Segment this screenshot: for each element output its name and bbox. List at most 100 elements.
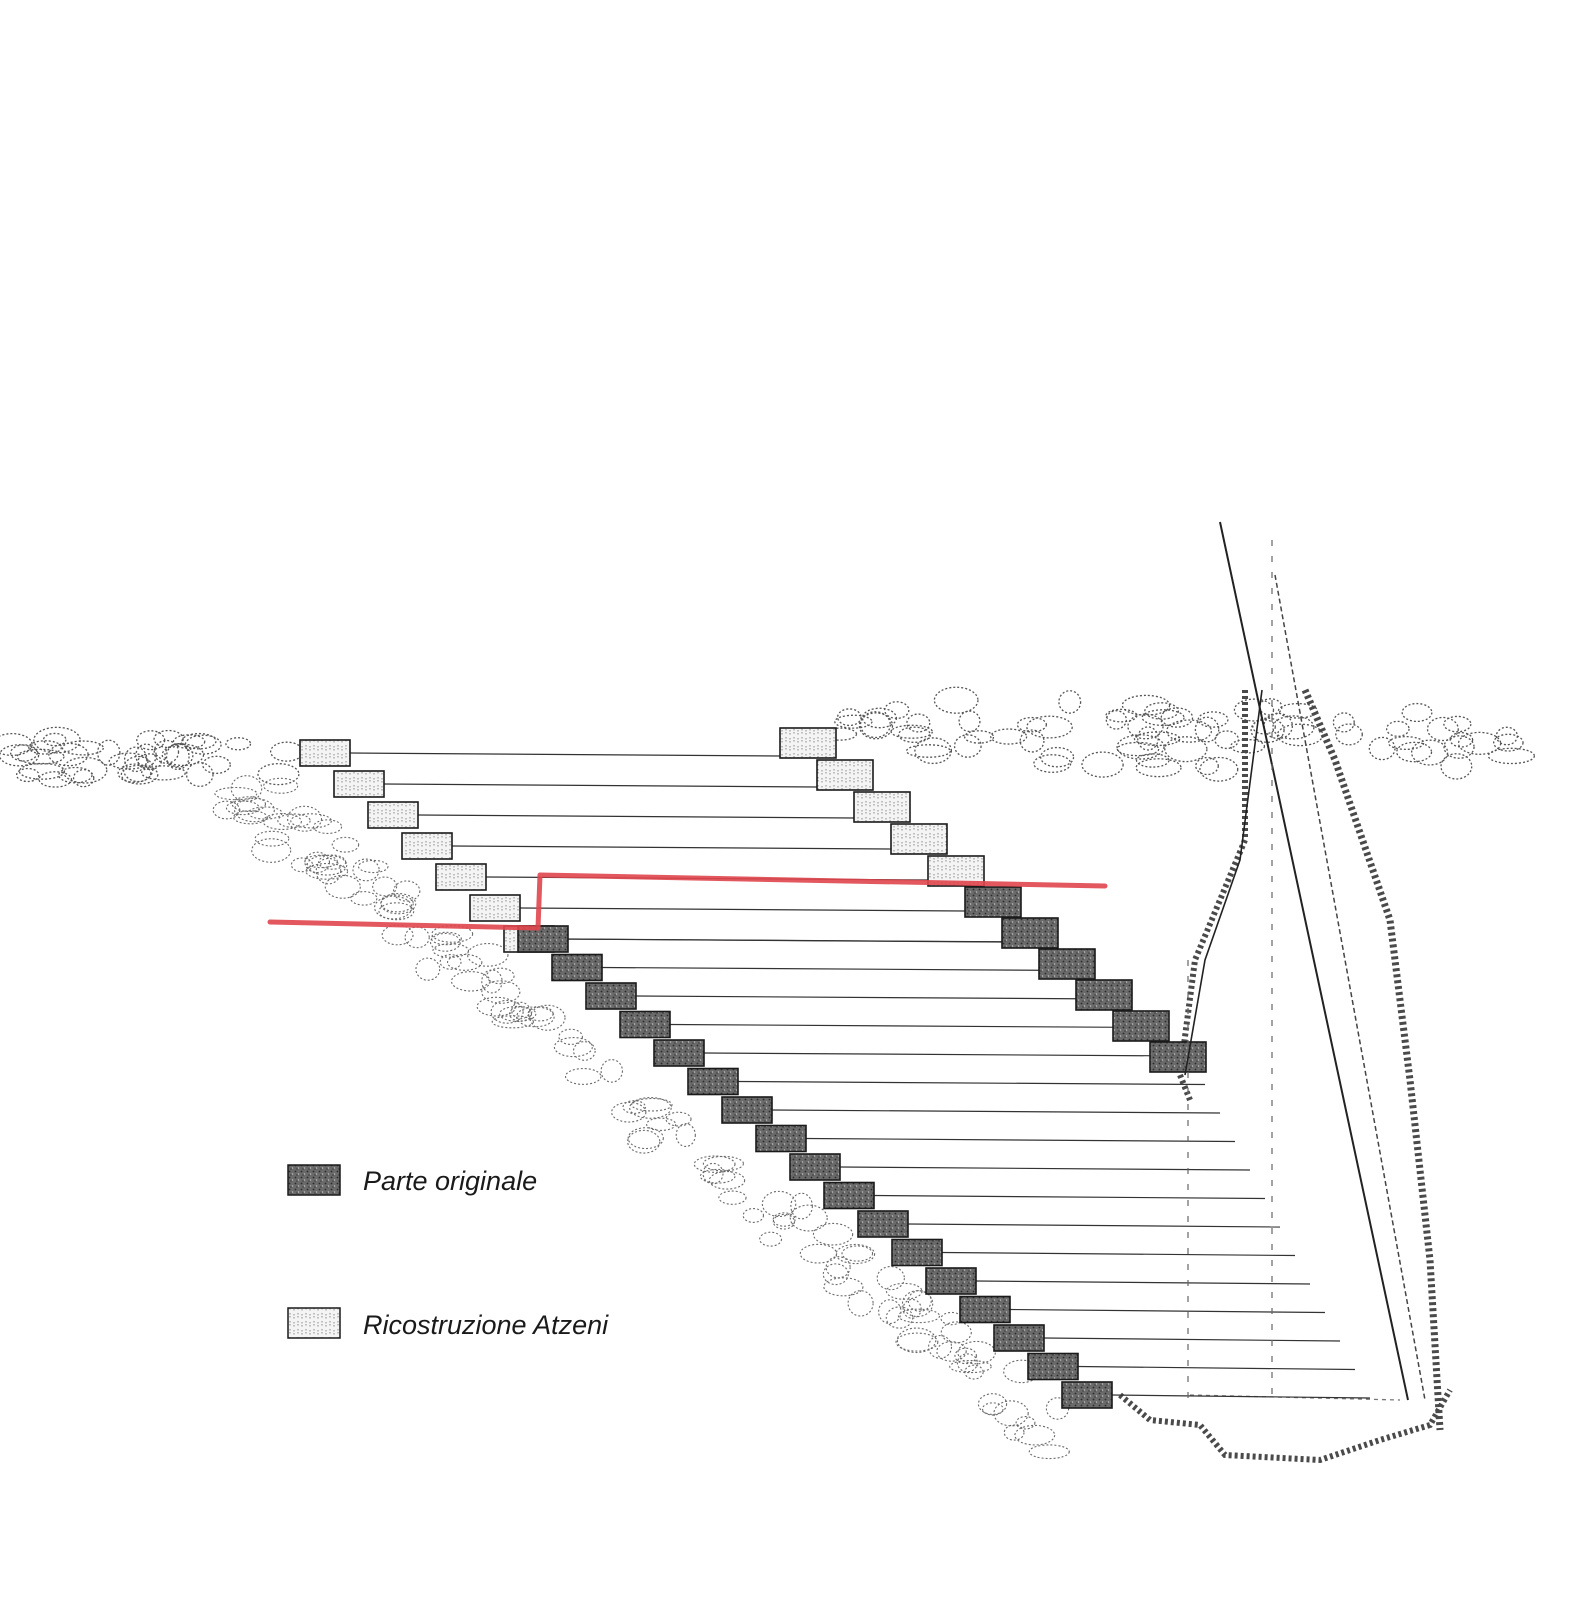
original-block [964, 886, 1022, 918]
ground-rubble-band [0, 686, 1536, 788]
rubble-stone [486, 967, 515, 985]
tread-line [451, 845, 892, 850]
original-block [551, 953, 603, 982]
rubble-stone [699, 1168, 736, 1184]
rubble-stone [1058, 690, 1082, 714]
rubble-stone [1164, 736, 1208, 763]
original-block [925, 1267, 977, 1295]
rubble-stone [1081, 751, 1124, 778]
rubble-stone [835, 1243, 876, 1265]
rubble-stone [136, 730, 166, 751]
rubble-stone [1272, 715, 1315, 740]
rubble-stone [1252, 719, 1276, 735]
tread-line [669, 1023, 1151, 1029]
rubble-stone [18, 762, 66, 780]
rubble-stone [1105, 708, 1138, 723]
original-block [823, 1181, 875, 1210]
rubble-stone [262, 813, 302, 831]
rubble-stone [1332, 712, 1355, 733]
rubble-stone [257, 763, 300, 786]
rubble-stone [629, 1096, 672, 1119]
rubble-stone [928, 1334, 953, 1359]
rubble-stone [122, 755, 154, 783]
rubble-stone [165, 742, 190, 771]
rubble-stone [1440, 753, 1473, 780]
rubble-stone [529, 1004, 566, 1031]
legend-reconstruction-label: Ricostruzione Atzeni [363, 1310, 609, 1340]
rubble-stone [981, 1402, 1004, 1416]
rubble-stone [761, 1190, 797, 1218]
rubble-stone [708, 1170, 746, 1190]
rubble-stone [675, 1123, 696, 1148]
rubble-stone [184, 734, 222, 755]
rubble-stone [646, 1117, 677, 1131]
rubble-stone [772, 1213, 796, 1230]
rubble-stone [28, 740, 63, 755]
tread-line [383, 783, 818, 788]
original-block [721, 1096, 773, 1124]
rubble-stone [993, 1400, 1029, 1427]
reconstruction-block [469, 894, 521, 922]
rubble-stone [1121, 694, 1171, 716]
rubble-stone [381, 924, 414, 946]
tread-line [839, 1166, 1251, 1171]
rubble-stone [558, 1028, 583, 1045]
rubble-stone [902, 1298, 922, 1319]
rubble-stone [135, 743, 157, 768]
rubble-stone [304, 851, 331, 874]
tread-line [703, 1052, 1191, 1057]
rubble-stone [1014, 1424, 1056, 1446]
rubble-stone [439, 954, 462, 970]
rubble-stone [290, 857, 314, 873]
chamber-left-wall [1176, 690, 1248, 1102]
rubble-stone [1197, 711, 1229, 728]
right-stair-blocks [779, 727, 1207, 1073]
rubble-stone [573, 1041, 596, 1061]
rubble-stone [72, 769, 95, 788]
tread-line [1111, 1394, 1371, 1399]
left-stair-blocks [299, 739, 1113, 1409]
rubble-stone [1028, 1444, 1070, 1460]
original-block [857, 1210, 909, 1238]
reconstruction-block [435, 863, 487, 891]
rubble-stone [380, 894, 414, 913]
rubble-stone [254, 830, 290, 847]
shaft-cone-line [1184, 689, 1263, 1076]
rubble-stone [290, 813, 332, 829]
original-block [517, 925, 569, 953]
rubble-stone [812, 1222, 854, 1246]
rubble-stone [1116, 741, 1160, 757]
rubble-stone [885, 1282, 923, 1300]
rubble-stone [140, 765, 186, 781]
rubble-stone [693, 1155, 736, 1173]
rubble-stone [718, 1190, 747, 1205]
tread-line [519, 907, 966, 912]
original-block [959, 1295, 1011, 1324]
rubble-stone [33, 726, 81, 754]
rubble-stone [1195, 756, 1219, 776]
rubble-stone [446, 953, 483, 971]
original-block [1001, 917, 1059, 949]
rubble-stone [897, 726, 931, 743]
rubble-stone [954, 1347, 977, 1365]
rubble-stone [232, 810, 268, 825]
rubble-stone [313, 819, 343, 835]
tread-line [805, 1137, 1236, 1143]
rubble-stone [324, 874, 361, 899]
rubble-stone [914, 737, 953, 765]
rubble-stone [62, 756, 108, 784]
rubble-stone [1493, 733, 1524, 752]
rubble-stone [1250, 717, 1285, 743]
original-block [1112, 1010, 1170, 1042]
rubble-stone [1135, 753, 1170, 768]
rubble-stone [1335, 723, 1363, 746]
rubble-stone [1401, 702, 1433, 723]
highlight-level-line [267, 872, 1108, 931]
rubble-stone [1026, 715, 1073, 739]
rubble-stone [0, 732, 33, 757]
shaft-line [1219, 521, 1409, 1401]
tread-line [601, 966, 1077, 972]
rubble-stone [1276, 723, 1324, 747]
rubble-stone [305, 862, 349, 880]
